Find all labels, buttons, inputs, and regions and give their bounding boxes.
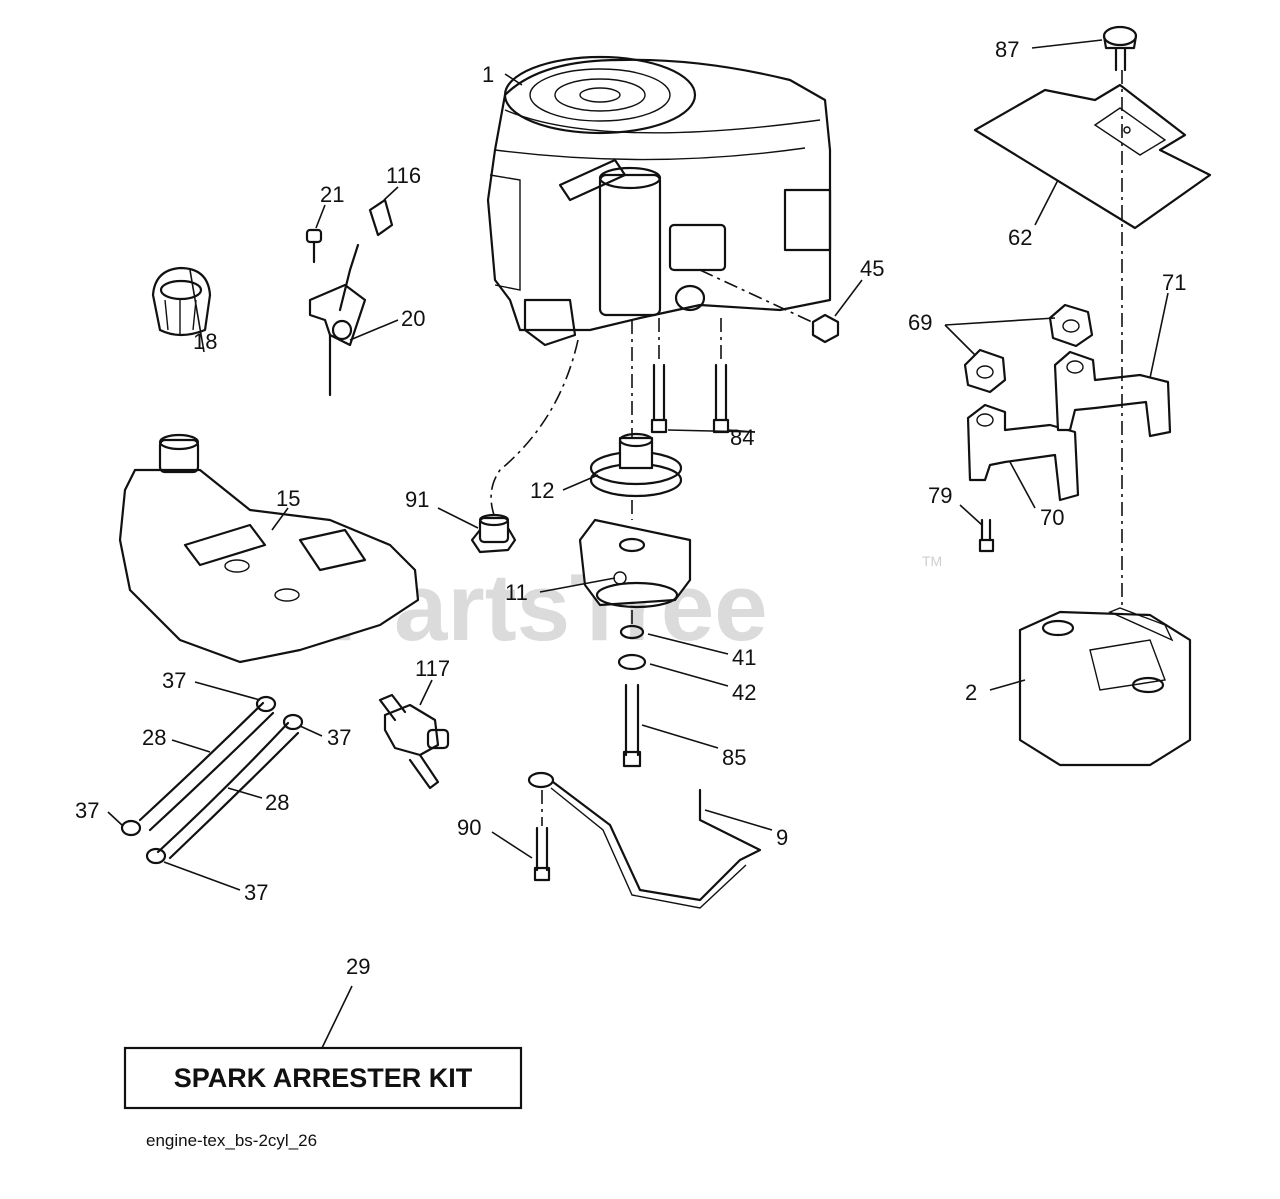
fuel-hose-2-part[interactable] [156,721,300,860]
callout-71: 71 [1162,270,1186,295]
callout-21: 21 [320,182,344,207]
callout-15: 15 [276,486,300,511]
callout-69: 69 [908,310,932,335]
shutoff-valve-part[interactable] [378,693,450,790]
callout-28-b: 28 [265,790,289,815]
rod-9-part[interactable] [527,771,762,909]
heat-shield-part[interactable] [973,83,1212,230]
fuel-tank-part[interactable] [118,433,420,664]
nut-45-part[interactable] [811,313,840,344]
callout-91: 91 [405,487,429,512]
callout-116: 116 [386,163,421,188]
bolt-79-part[interactable] [978,518,995,553]
callout-42: 42 [732,680,756,705]
clamp-37-c-part[interactable] [120,819,142,837]
gasket-69-b-part[interactable] [1048,303,1094,348]
callout-45: 45 [860,256,884,281]
callout-37-c: 37 [75,798,99,823]
callout-29: 29 [346,954,370,979]
throttle-control-part[interactable] [308,243,367,397]
diagram-caption: engine-tex_bs-2cyl_26 [146,1131,317,1150]
callout-84: 84 [730,425,754,450]
bolt-85-part[interactable] [622,683,642,768]
callout-37-a: 37 [162,668,186,693]
spark-arrester-kit-box[interactable] [123,1046,523,1110]
fuel-cap-part[interactable] [151,266,212,337]
callout-2: 2 [965,680,977,705]
exhaust-pipe-70-part[interactable] [966,403,1080,502]
callout-37-d: 37 [244,880,268,905]
muffler-part[interactable] [1018,607,1192,767]
callout-90: 90 [457,815,481,840]
watermark-tm: TM [922,553,942,569]
bolt-84-a-part[interactable] [650,363,668,434]
engine-part[interactable] [486,55,832,347]
callout-20: 20 [401,306,425,331]
knob-116-part[interactable] [368,198,394,237]
callout-62: 62 [1008,225,1032,250]
spark-arrester-kit-label: SPARK ARRESTER KIT [174,1063,473,1093]
callout-41: 41 [732,645,756,670]
callout-11: 11 [505,580,528,605]
gasket-69-a-part[interactable] [963,348,1007,394]
pulley-part[interactable] [589,432,683,498]
callout-1: 1 [482,62,494,87]
knob-87-part[interactable] [1102,25,1138,72]
fuel-hose-1-part[interactable] [138,701,275,832]
callout-87: 87 [995,37,1019,62]
clamp-37-d-part[interactable] [145,847,167,865]
electric-clutch-part[interactable] [578,518,692,609]
exhaust-pipe-71-part[interactable] [1053,350,1172,438]
callout-28-a: 28 [142,725,166,750]
callout-70: 70 [1040,505,1064,530]
washer-41-part[interactable] [619,624,645,640]
bolt-90-part[interactable] [533,826,551,882]
callout-79: 79 [928,483,952,508]
bushing-91-part[interactable] [470,513,517,554]
clamp-37-b-part[interactable] [282,713,304,731]
clamp-37-a-part[interactable] [255,695,277,713]
washer-42-part[interactable] [617,653,647,671]
bolt-84-b-part[interactable] [712,363,730,434]
callout-9: 9 [776,825,788,850]
callout-117: 117 [415,656,450,681]
callout-18: 18 [193,329,217,354]
bolt-21-part[interactable] [305,228,323,264]
callout-12: 12 [530,478,554,503]
callout-37-b: 37 [327,725,351,750]
callout-85: 85 [722,745,746,770]
